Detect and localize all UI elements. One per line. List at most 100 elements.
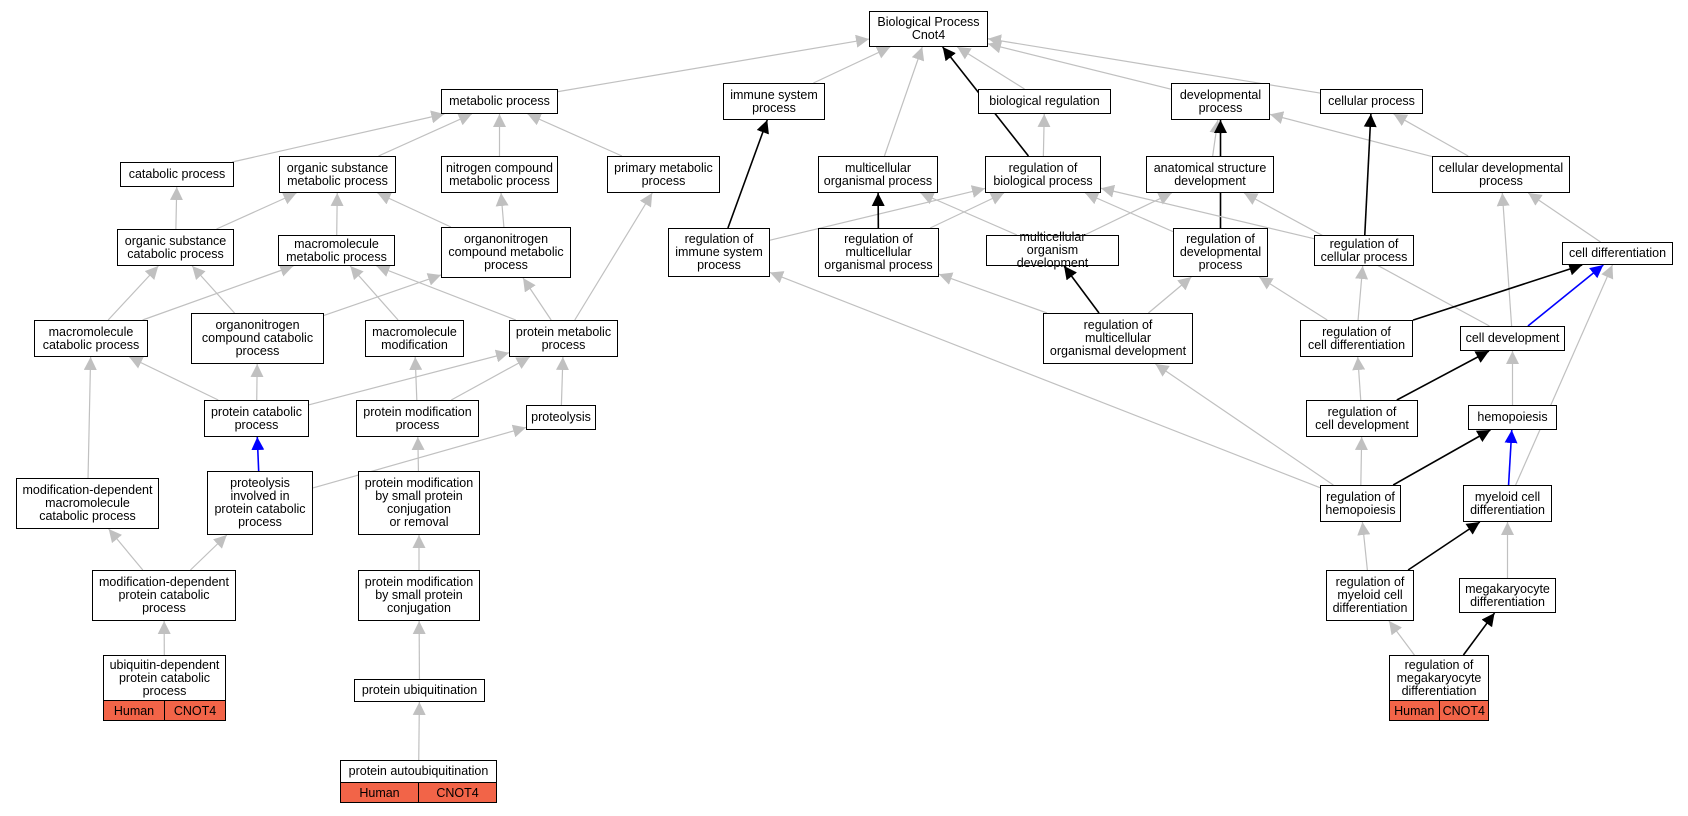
edge-rhem-to-hemo: [1392, 429, 1491, 486]
go-term-oscp[interactable]: organic substance catabolic process: [117, 229, 234, 266]
annotation-species[interactable]: Human: [359, 785, 400, 800]
go-term-rmod[interactable]: regulation of multicellular organismal d…: [1043, 313, 1193, 364]
go-term-prot[interactable]: proteolysis: [526, 405, 596, 430]
go-term-dev[interactable]: developmental process: [1171, 83, 1270, 120]
edge-rcp-to-rbp: [1100, 184, 1315, 240]
edge-mdmcp-to-mcp: [83, 356, 97, 479]
go-term-mdpcp[interactable]: modification-dependent protein catabolic…: [92, 570, 236, 621]
go-term-cdiff[interactable]: cell differentiation: [1562, 242, 1673, 265]
edge-rcdev-to-rcd: [1352, 356, 1366, 401]
go-term-rdp[interactable]: regulation of developmental process: [1173, 228, 1268, 277]
go-term-met[interactable]: metabolic process: [441, 89, 558, 114]
go-term-pmp[interactable]: primary metabolic process: [607, 156, 720, 193]
annotation-species[interactable]: Human: [113, 703, 155, 718]
go-term-rmop[interactable]: regulation of multicellular organismal p…: [818, 228, 939, 277]
edge-pauq-to-pubq: [412, 701, 426, 761]
go-term-rhem[interactable]: regulation of hemopoiesis: [1320, 485, 1401, 522]
annotation-row-pauq: Human CNOT4: [340, 782, 497, 803]
go-term-mop[interactable]: multicellular organismal process: [818, 156, 938, 193]
edge-rmop-to-rbp: [929, 192, 1005, 229]
edge-ocmp-to-ncm: [495, 192, 509, 228]
go-term-rcd[interactable]: regulation of cell differentiation: [1300, 320, 1413, 357]
edge-cdev-to-cdiff: [1527, 264, 1604, 327]
edge-pipc-to-prot: [312, 424, 527, 489]
go-term-cat[interactable]: catabolic process: [120, 162, 234, 187]
edge-ris-to-imm: [727, 119, 769, 229]
go-term-mod[interactable]: multicellular organism development: [986, 231, 1119, 270]
go-term-pcp[interactable]: protein catabolic process: [204, 400, 309, 437]
go-term-cell[interactable]: cellular process: [1320, 89, 1423, 114]
go-term-rmcd[interactable]: regulation of myeloid cell differentiati…: [1326, 570, 1414, 621]
go-term-osm[interactable]: organic substance metabolic process: [279, 156, 396, 193]
go-term-ncm[interactable]: nitrogen compound metabolic process: [441, 156, 558, 193]
edge-occp-to-ocmp: [323, 273, 442, 317]
go-term-cdev[interactable]: cell development: [1460, 326, 1565, 351]
go-term-breg[interactable]: biological regulation: [978, 89, 1111, 114]
edge-oscp-to-osm: [216, 192, 297, 230]
go-term-mcp[interactable]: macromolecule catabolic process: [34, 320, 148, 357]
edge-mdpcp-to-pipc: [190, 534, 228, 571]
edge-mmod-to-mmp: [349, 265, 399, 321]
edge-rcd-to-rdp: [1258, 276, 1328, 321]
edge-cdp-to-cell: [1393, 113, 1469, 157]
go-term-pipc[interactable]: proteolysis involved in protein cataboli…: [207, 471, 313, 535]
edge-rmod-to-rmop: [938, 272, 1048, 314]
annotation-gene[interactable]: CNOT4: [1438, 701, 1489, 720]
edge-rbp-to-breg: [1037, 113, 1051, 157]
go-term-udpcp[interactable]: ubiquitin-dependent protein catabolic pr…: [103, 655, 226, 700]
edge-mcp-to-mmp: [142, 264, 294, 321]
edge-rmeg-to-rmcd: [1388, 620, 1415, 656]
go-term-hemo[interactable]: hemopoiesis: [1468, 405, 1557, 430]
go-term-ocmp[interactable]: organonitrogen compound metabolic proces…: [441, 227, 571, 278]
go-term-pmod[interactable]: protein modification process: [356, 400, 479, 437]
edge-rmod-to-mod: [1063, 265, 1100, 314]
edge-rmcd-to-rhem: [1357, 521, 1371, 571]
edge-rcd-to-rcp: [1355, 265, 1369, 321]
edge-pcp-to-mcp: [129, 356, 219, 401]
go-term-prmp[interactable]: protein metabolic process: [509, 320, 618, 357]
annotation-gene[interactable]: CNOT4: [418, 783, 496, 802]
edge-cdiff-to-cdp: [1527, 192, 1601, 243]
edge-mod-to-mop: [920, 192, 1018, 236]
go-term-imm[interactable]: immune system process: [723, 83, 825, 120]
edge-occp-to-oscp: [191, 265, 235, 314]
go-term-rcp[interactable]: regulation of cellular process: [1314, 235, 1414, 266]
edge-rcdev-to-cdev: [1396, 350, 1490, 401]
edge-rcp-to-cell: [1363, 113, 1377, 236]
go-term-cdp[interactable]: cellular developmental process: [1432, 156, 1570, 193]
edge-cdp-to-dev: [1269, 111, 1433, 158]
annotation-row-udpcp: Human CNOT4: [103, 700, 226, 721]
go-term-mcd[interactable]: myeloid cell differentiation: [1463, 485, 1552, 522]
edge-pmod-to-mmod: [409, 356, 423, 401]
edge-rhem-to-ris: [769, 271, 1321, 489]
edge-dev-to-bp: [987, 40, 1172, 90]
go-term-rbp[interactable]: regulation of biological process: [985, 156, 1101, 193]
go-term-rmeg[interactable]: regulation of megakaryocyte differentiat…: [1389, 655, 1489, 700]
go-term-mdmcp[interactable]: modification-dependent macromolecule cat…: [16, 478, 159, 529]
go-term-pmspc[interactable]: protein modification by small protein co…: [358, 570, 480, 621]
edge-cdev-to-cdp: [1496, 192, 1513, 327]
go-term-pauq[interactable]: protein autoubiquitination: [340, 760, 497, 782]
go-term-asd[interactable]: anatomical structure development: [1146, 156, 1274, 193]
go-term-ris[interactable]: regulation of immune system process: [668, 228, 770, 277]
go-term-rcdev[interactable]: regulation of cell development: [1306, 400, 1418, 437]
edge-rmeg-to-megd: [1462, 612, 1496, 656]
edge-rhem-to-rcdev: [1354, 436, 1368, 486]
go-term-pubq[interactable]: protein ubiquitination: [354, 679, 485, 702]
annotation-species[interactable]: Human: [1394, 703, 1435, 718]
edge-prmp-to-mmp: [376, 264, 516, 321]
go-term-mmp[interactable]: macromolecule metabolic process: [278, 235, 395, 266]
go-term-pmsp[interactable]: protein modification by small protein co…: [358, 471, 480, 535]
edge-pipc-to-pcp: [251, 436, 265, 472]
go-term-megd[interactable]: megakaryocyte differentiation: [1459, 578, 1556, 613]
annotation-gene[interactable]: CNOT4: [164, 701, 225, 720]
go-term-bp[interactable]: Biological Process Cnot4: [869, 11, 988, 47]
edge-rcd-to-cdiff: [1412, 262, 1583, 321]
edge-oscp-to-cat: [169, 186, 183, 230]
edge-rhem-to-rmod: [1155, 363, 1334, 486]
edge-ocmp-to-osm: [377, 192, 452, 228]
go-term-mmod[interactable]: macromolecule modification: [365, 320, 464, 357]
go-term-occp[interactable]: organonitrogen compound catabolic proces…: [191, 313, 324, 364]
